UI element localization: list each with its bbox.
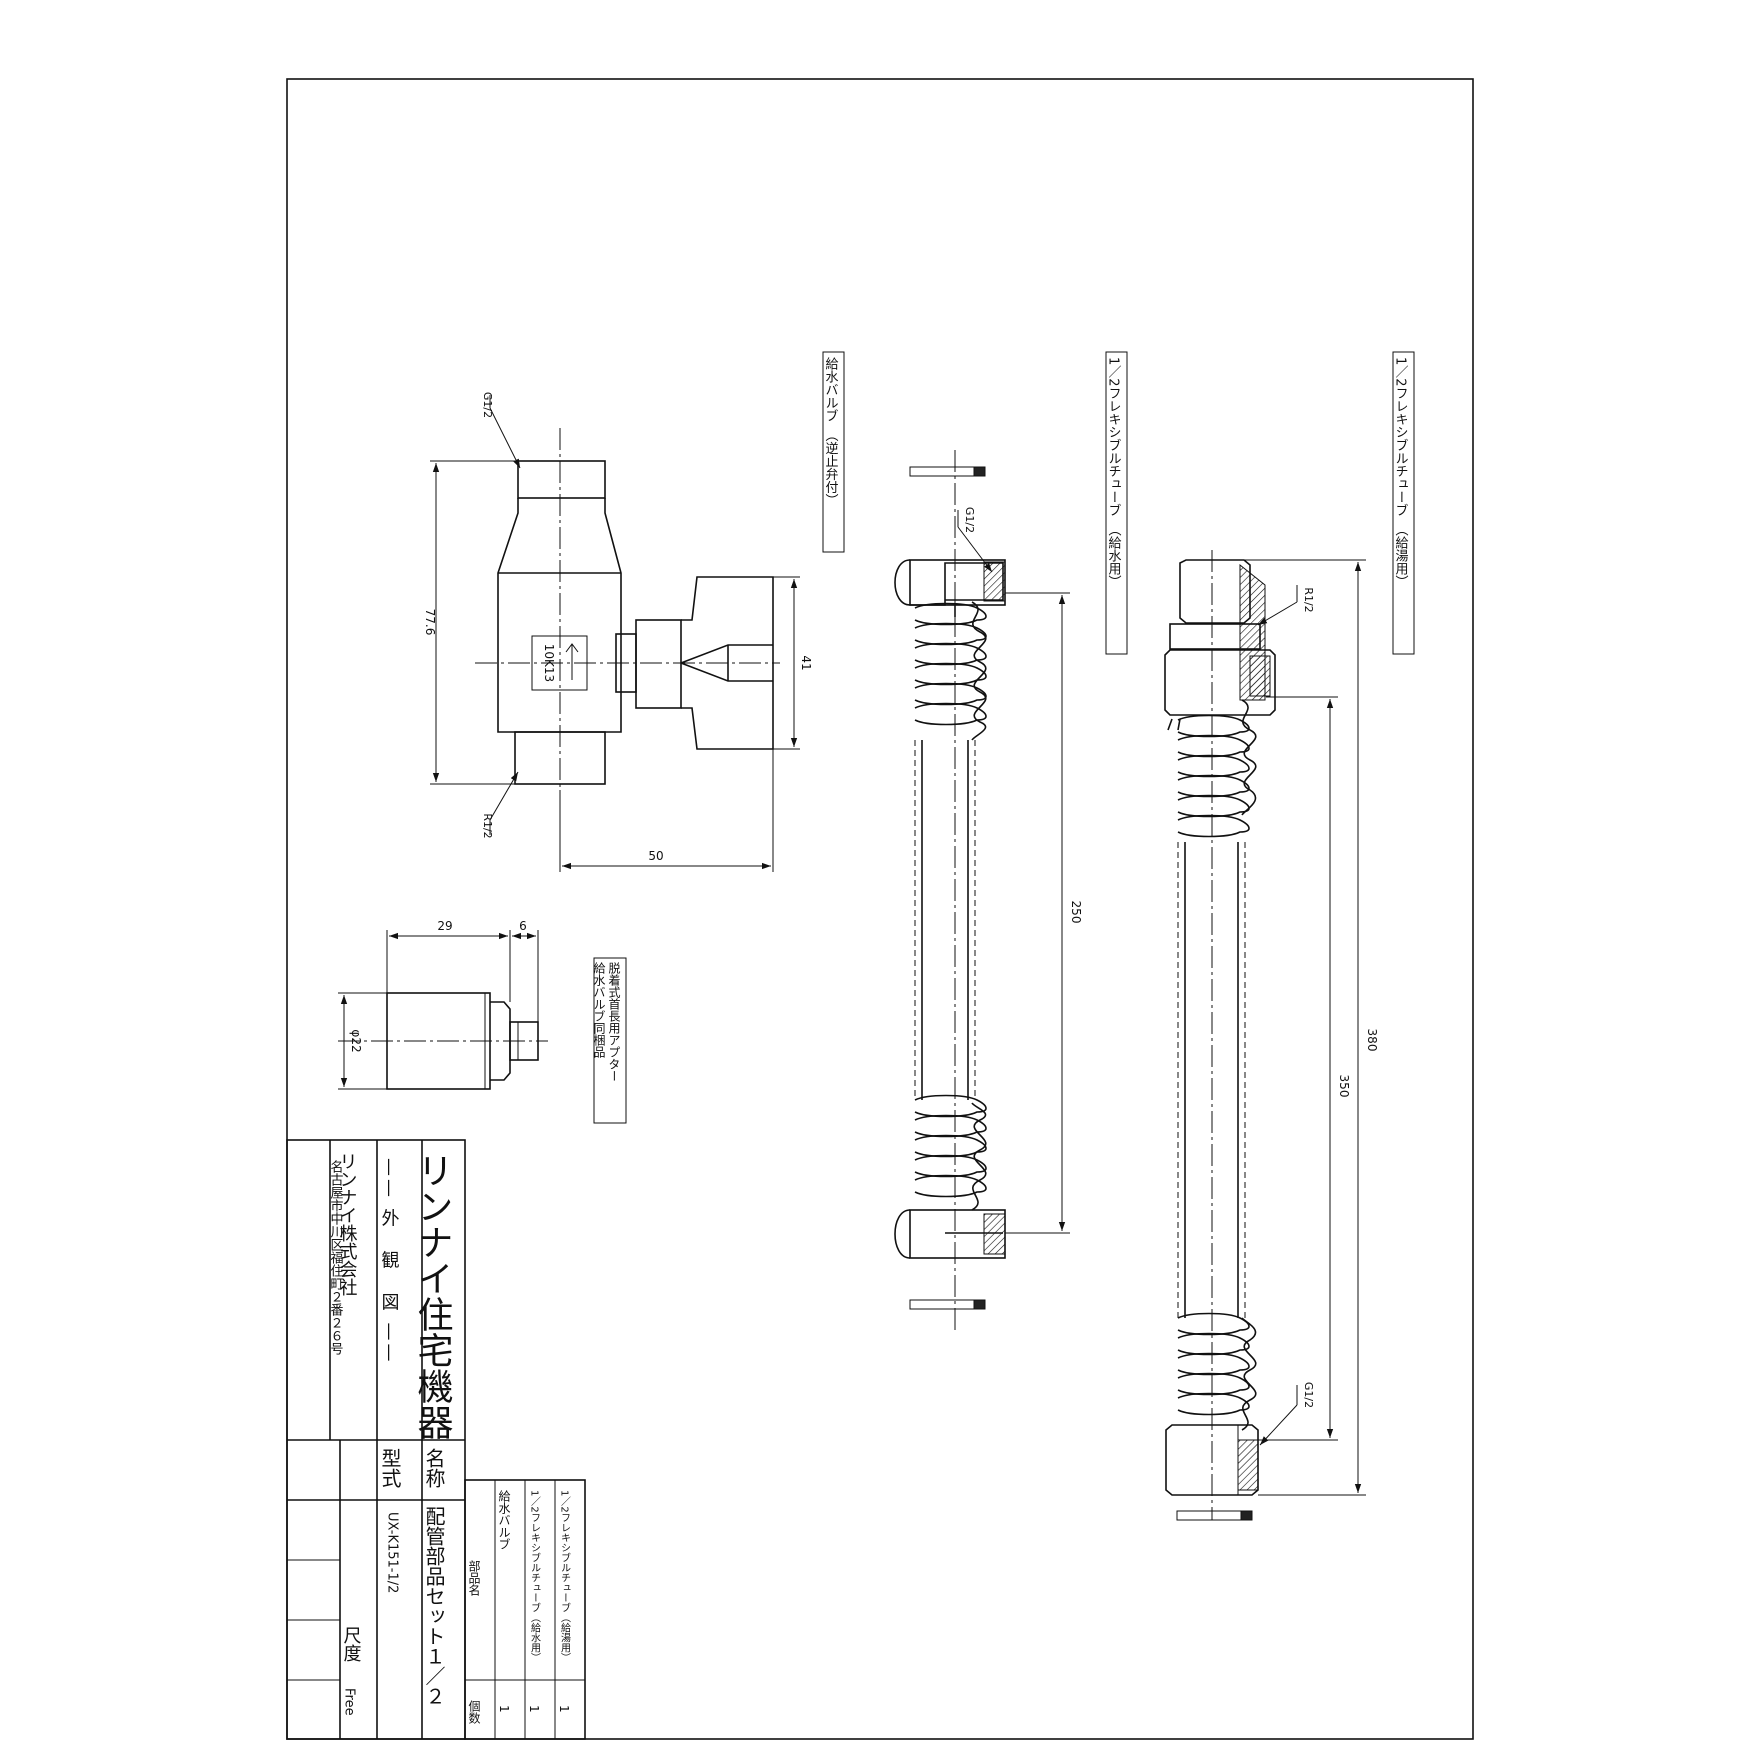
dim-valve-height: 77.6 <box>423 609 437 636</box>
valve-drawing: 10K13 77.6 41 50 G1/2 R1/2 <box>423 392 813 872</box>
brand-name: リンナイ住宅機器 <box>412 1152 454 1440</box>
parts-header-qty: 個数 <box>467 1700 481 1725</box>
parts-header-name: 部品名 <box>467 1559 481 1596</box>
company-address: 名古屋市中川区福住町２番２６号 <box>328 1159 344 1355</box>
name-value: 配管部品セット１／２ <box>422 1506 446 1706</box>
model-value: UX-K151-1/2 <box>385 1512 400 1593</box>
dim-cold-length: 250 <box>1069 901 1083 924</box>
parts-row-name-2: 1／2フレキシブルチューブ（給水用） <box>529 1490 541 1663</box>
parts-row-qty-2: 1 <box>527 1705 541 1713</box>
adapter-label-line2: 脱着式首長用アプター <box>607 961 621 1082</box>
valve-label: 給水バルブ （逆止弁付） <box>823 357 839 507</box>
title-block: リンナイ住宅機器 —— 外 観 図 —— リンナイ株式会社 名古屋市中川区福住町… <box>286 1139 466 1740</box>
adapter-drawing: 29 6 φ22 <box>338 919 548 1090</box>
hot-tube-label: 1／2フレキシブルチューブ （給湯用） <box>1393 357 1409 588</box>
dim-valve-width: 50 <box>648 849 663 863</box>
dim-hot-length-total: 380 <box>1365 1029 1379 1052</box>
sheet-border <box>286 78 1474 1740</box>
dim-adapter-length: 29 <box>437 919 452 933</box>
scale-label: 尺度 <box>341 1626 362 1662</box>
company-name: リンナイ株式会社 <box>337 1152 358 1296</box>
model-label: 型式 <box>378 1448 402 1488</box>
parts-list: 部品名 個数 給水バルブ 1 1／2フレキシブルチューブ（給水用） 1 1／2フ… <box>464 1479 586 1740</box>
dim-hot-length-inner: 350 <box>1337 1075 1351 1098</box>
drawing-type: —— 外 観 図 —— <box>379 1158 400 1364</box>
valve-bottom-thread: R1/2 <box>481 813 494 838</box>
dim-valve-handle: 41 <box>799 655 813 670</box>
name-label: 名称 <box>422 1448 446 1488</box>
parts-row-name-3: 1／2フレキシブルチューブ（給湯用） <box>559 1490 571 1663</box>
adapter-label-box: 給水バルブ同梱品 脱着式首長用アプター <box>592 957 627 1124</box>
hot-tube-label-box: 1／2フレキシブルチューブ （給湯用） <box>1392 351 1415 655</box>
dim-adapter-tip: 6 <box>519 919 527 933</box>
adapter-label-line1: 給水バルブ同梱品 <box>592 962 606 1058</box>
hot-bottom-thread: G1/2 <box>1302 1382 1315 1408</box>
parts-row-name-1: 給水バルブ <box>497 1490 511 1550</box>
cold-tube-label: 1／2フレキシブルチューブ （給水用） <box>1106 357 1122 588</box>
hot-top-thread: R1/2 <box>1302 587 1315 612</box>
cold-tube-drawing: 250 G1/2 <box>894 450 1083 1330</box>
dim-adapter-dia: φ22 <box>349 1029 363 1052</box>
valve-mark-text: 10K13 <box>542 644 556 682</box>
parts-row-qty-3: 1 <box>557 1705 571 1713</box>
hot-tube-drawing: 350 380 R1/2 G1/2 <box>1164 550 1379 1521</box>
valve-top-thread: G1/2 <box>481 392 494 418</box>
cold-tube-label-box: 1／2フレキシブルチューブ （給水用） <box>1105 351 1128 655</box>
valve-label-box: 給水バルブ （逆止弁付） <box>822 351 845 553</box>
scale-value: Free <box>342 1688 357 1716</box>
cold-thread: G1/2 <box>963 507 976 533</box>
parts-row-qty-1: 1 <box>497 1705 511 1713</box>
